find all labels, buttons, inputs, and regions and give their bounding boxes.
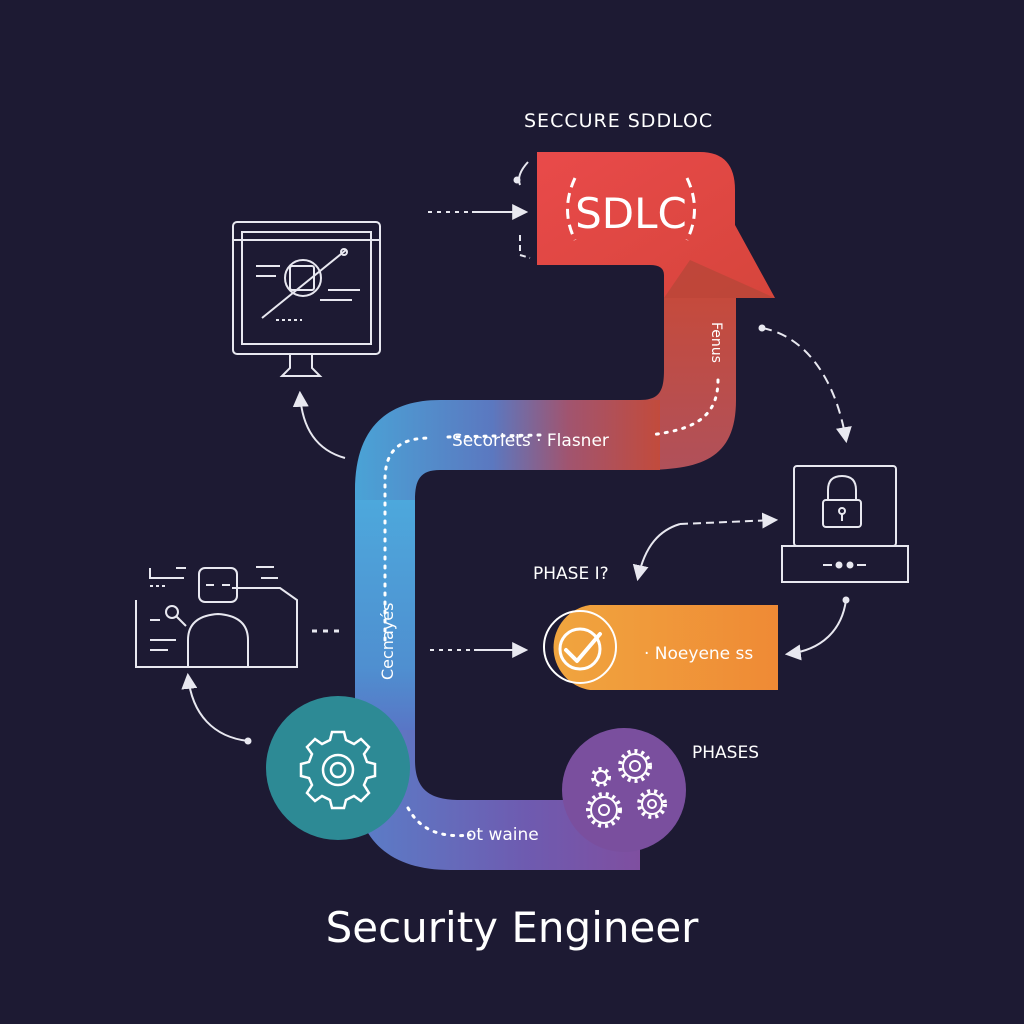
gear-node [266, 696, 410, 840]
path-label-left: Cecnayés [378, 603, 397, 680]
sdlc-badge: SDLC [537, 152, 775, 298]
user-profile-icon [135, 566, 298, 668]
lock-laptop-icon [781, 465, 909, 583]
path-label-bottom: ot waine [466, 825, 539, 845]
orange-phase-label: · Noeyene ss [644, 644, 753, 664]
diagram-title: SECCURE SDDLOC [524, 110, 714, 132]
monitor-target-icon [232, 221, 381, 377]
footer-title: Security Engineer [325, 903, 699, 952]
gear-icon [299, 730, 377, 810]
path-dotted-lines [383, 378, 720, 838]
sdlc-badge-label: SDLC [575, 189, 687, 238]
flow-arrows [181, 204, 852, 745]
path-label-top: Secoriets · Flasner [452, 431, 609, 451]
phases-node [562, 728, 686, 852]
phases-label: PHASES [692, 743, 759, 763]
path-label-right: Fenus [708, 322, 724, 363]
gears-cluster-icon [586, 749, 667, 828]
process-path [355, 290, 736, 870]
phase-question-label: PHASE I? [533, 564, 609, 584]
check-icon [558, 627, 602, 671]
orange-phase-node: · Noeyene ss [543, 605, 778, 690]
sdlc-side-marks [513, 161, 531, 259]
